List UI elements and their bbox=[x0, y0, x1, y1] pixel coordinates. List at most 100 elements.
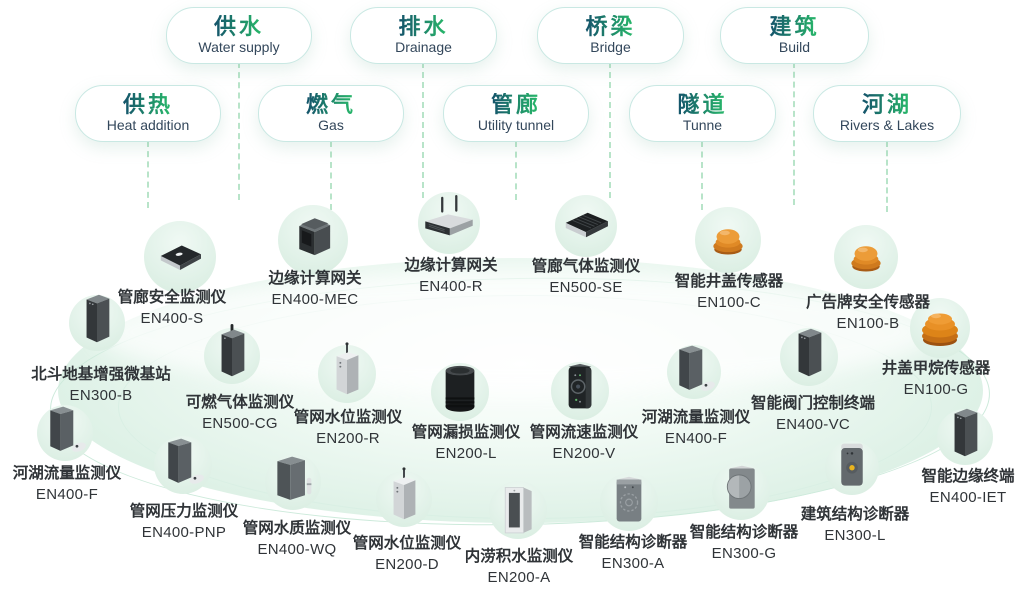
device-model: EN400-F bbox=[35, 486, 99, 503]
device-name: 智能井盖传感器 bbox=[674, 273, 784, 290]
device-label-en400-s: 管廊安全监测仪 EN400-S bbox=[118, 288, 227, 328]
meter-display-icon bbox=[562, 361, 598, 414]
device-model: EN300-A bbox=[601, 555, 665, 572]
flat-monitor-icon bbox=[152, 235, 208, 277]
device-model: EN300-L bbox=[824, 527, 886, 544]
device-name: 边缘计算网关 bbox=[268, 270, 362, 287]
gateway-cube-icon bbox=[289, 214, 337, 260]
device-model: EN200-A bbox=[487, 569, 551, 586]
device-name: 管廊气体监测仪 bbox=[531, 258, 641, 275]
probe-tower-icon bbox=[270, 452, 316, 505]
device-model: EN500-SE bbox=[549, 279, 623, 296]
device-name: 河湖流量监测仪 bbox=[12, 465, 122, 482]
emblem-panel-icon bbox=[610, 473, 648, 526]
stacked-dome-icon bbox=[914, 304, 966, 350]
manhole-dome-icon bbox=[844, 238, 888, 275]
dashed-connector-build bbox=[793, 62, 795, 205]
black-cylinder-icon bbox=[438, 362, 482, 417]
tower-remote-icon bbox=[160, 435, 206, 488]
device-label-en300-l: 建筑结构诊断器 EN300-L bbox=[801, 505, 910, 545]
tower-remote-icon bbox=[42, 403, 88, 456]
category-zh-label: 建筑 bbox=[769, 14, 820, 40]
category-en-label: Water supply bbox=[198, 39, 280, 56]
device-name: 管网水位监测仪 bbox=[352, 535, 462, 552]
category-zh-label: 供水 bbox=[213, 14, 264, 40]
device-name: 建筑结构诊断器 bbox=[800, 506, 910, 523]
category-zh-label: 供热 bbox=[122, 92, 173, 118]
device-model: EN200-L bbox=[435, 445, 497, 462]
device-model: EN400-IET bbox=[929, 489, 1007, 506]
dashed-connector-utility-tunnel bbox=[515, 141, 517, 200]
category-en-label: Drainage bbox=[395, 39, 452, 56]
category-en-label: Bridge bbox=[590, 39, 631, 56]
device-name: 管网压力监测仪 bbox=[129, 503, 239, 520]
device-model: EN500-CG bbox=[202, 415, 278, 432]
dot-panel-icon bbox=[835, 440, 869, 490]
category-zh-label: 桥梁 bbox=[585, 14, 636, 40]
device-label-en300-b: 北斗地基增强微基站 EN300-B bbox=[31, 365, 171, 405]
device-model: EN400-S bbox=[140, 310, 204, 327]
tower-remote-icon bbox=[671, 342, 717, 395]
device-model: EN400-R bbox=[419, 278, 483, 295]
dashed-connector-drainage bbox=[422, 62, 424, 198]
device-name: 内涝积水监测仪 bbox=[464, 548, 574, 565]
device-name: 管网水位监测仪 bbox=[293, 409, 403, 426]
category-en-label: Rivers & Lakes bbox=[839, 117, 935, 134]
device-name: 智能边缘终端 bbox=[921, 468, 1015, 485]
device-label-en100-c: 智能井盖传感器 EN100-C bbox=[675, 272, 784, 312]
device-model: EN400-VC bbox=[775, 416, 851, 433]
device-label-en400-iet: 智能边缘终端 EN400-IET bbox=[921, 467, 1014, 507]
device-name: 北斗地基增强微基站 bbox=[31, 366, 171, 383]
category-en-label: Utility tunnel bbox=[477, 117, 555, 134]
category-en-label: Build bbox=[778, 39, 811, 56]
category-zh-label: 河湖 bbox=[861, 92, 912, 118]
category-zh-label: 排水 bbox=[398, 14, 449, 40]
dashed-connector-tunnel bbox=[701, 141, 703, 210]
category-en-label: Tunne bbox=[682, 117, 723, 134]
device-model: EN400-WQ bbox=[257, 541, 337, 558]
device-model: EN300-B bbox=[69, 387, 133, 404]
tower-antenna-icon bbox=[213, 323, 251, 380]
dashed-connector-water-supply bbox=[238, 62, 240, 200]
device-model: EN100-B bbox=[836, 315, 900, 332]
device-model: EN200-R bbox=[316, 430, 380, 447]
device-name: 管廊安全监测仪 bbox=[117, 289, 227, 306]
manhole-dome-icon bbox=[706, 221, 750, 258]
category-en-label: Gas bbox=[318, 117, 344, 134]
device-model: EN400-PNP bbox=[141, 524, 227, 541]
device-label-en300-a: 智能结构诊断器 EN300-A bbox=[579, 533, 688, 573]
device-model: EN400-MEC bbox=[271, 291, 359, 308]
ribbed-slab-icon bbox=[559, 206, 613, 243]
open-frame-icon bbox=[498, 482, 538, 535]
device-model: EN200-D bbox=[375, 556, 439, 573]
white-tower-antenna-icon bbox=[328, 341, 366, 398]
device-name: 智能结构诊断器 bbox=[578, 534, 688, 551]
device-model: EN200-V bbox=[552, 445, 616, 462]
device-label-en400-mec: 边缘计算网关 EN400-MEC bbox=[268, 269, 361, 309]
category-zh-label: 隧道 bbox=[677, 92, 728, 118]
device-label-en400-f: 河湖流量监测仪 EN400-F bbox=[13, 464, 122, 504]
router-icon bbox=[420, 195, 478, 241]
device-name: 管网漏损监测仪 bbox=[411, 424, 521, 441]
disc-panel-icon bbox=[720, 463, 762, 514]
device-label-en200-a: 内涝积水监测仪 EN200-A bbox=[465, 547, 574, 587]
category-en-label: Heat addition bbox=[106, 117, 190, 134]
device-model: EN300-G bbox=[711, 545, 777, 562]
device-model: EN100-C bbox=[697, 294, 761, 311]
device-name: 井盖甲烷传感器 bbox=[881, 360, 991, 377]
device-model: EN400-F bbox=[664, 430, 728, 447]
device-label-en200-d: 管网水位监测仪 EN200-D bbox=[353, 534, 462, 574]
